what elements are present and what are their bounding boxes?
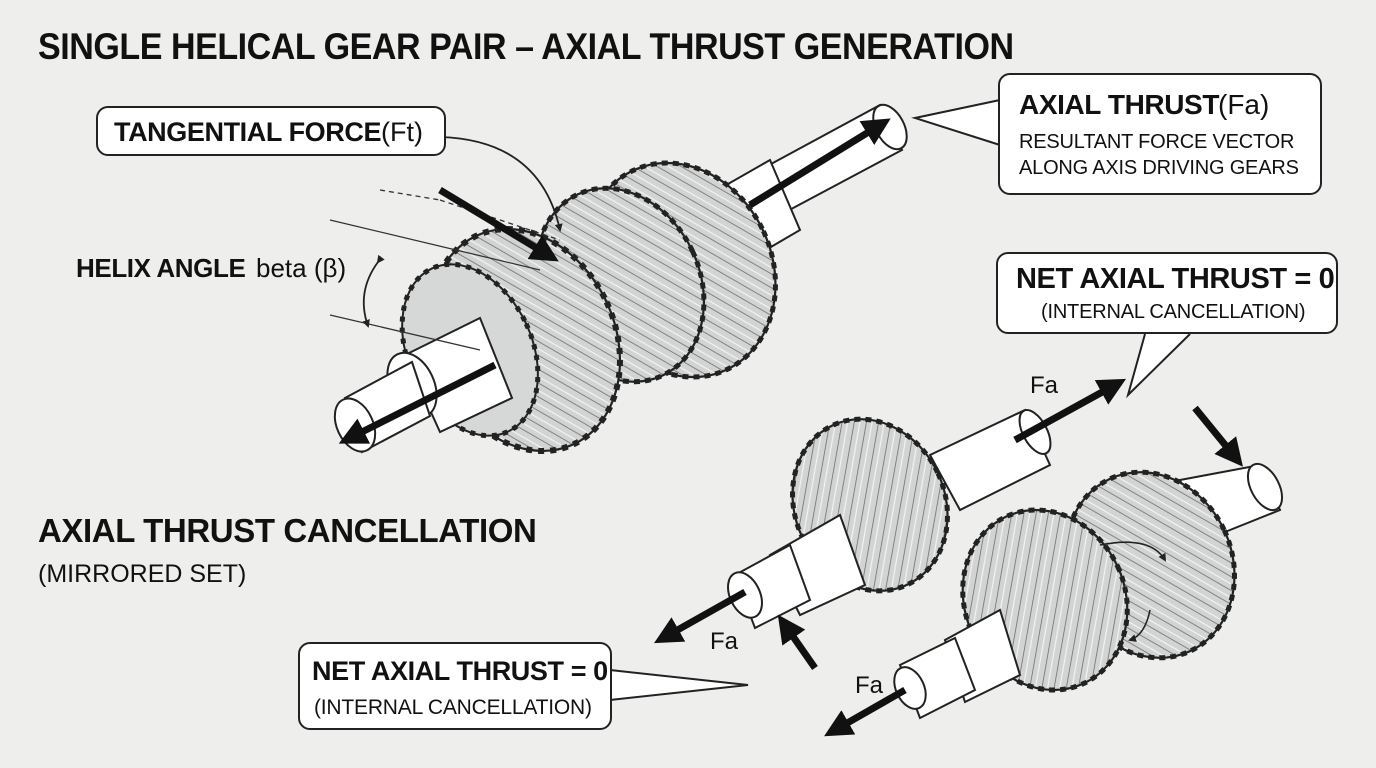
fa-label-left: Fa — [710, 628, 738, 656]
fa-label-upper: Fa — [1030, 372, 1058, 400]
tangential-force-symbol: (Ft) — [381, 117, 423, 148]
diagram-title: SINGLE HELICAL GEAR PAIR – AXIAL THRUST … — [38, 26, 1014, 68]
mirrored-gear-set — [721, 394, 1289, 718]
tangential-force-callout: TANGENTIAL FORCE (Ft) — [96, 106, 446, 156]
cancellation-subheading: (MIRRORED SET) — [38, 560, 246, 589]
net-axial-thrust-label-bottom: NET AXIAL THRUST = 0 — [312, 656, 608, 687]
helix-angle-label: HELIX ANGLE — [76, 253, 245, 284]
helix-angle-symbol: beta (β) — [256, 253, 346, 284]
net-axial-thrust-sub-bottom: (INTERNAL CANCELLATION) — [314, 696, 592, 720]
reaction-arrow — [785, 625, 815, 668]
axial-thrust-label: AXIAL THRUST — [1019, 89, 1219, 121]
cancellation-heading: AXIAL THRUST CANCELLATION — [38, 512, 536, 550]
net-axial-thrust-callout-bottom: NET AXIAL THRUST = 0 (INTERNAL CANCELLAT… — [298, 642, 612, 730]
net-axial-thrust-callout-top: NET AXIAL THRUST = 0 (INTERNAL CANCELLAT… — [996, 252, 1338, 334]
net-axial-thrust-label-top: NET AXIAL THRUST = 0 — [1016, 263, 1334, 296]
net-axial-thrust-sub-top: (INTERNAL CANCELLATION) — [1041, 301, 1305, 324]
axial-thrust-desc-line2: ALONG AXIS DRIVING GEARS — [1019, 157, 1299, 180]
axial-thrust-symbol: (Fa) — [1218, 89, 1269, 121]
ft-leader-line — [440, 137, 560, 230]
axial-thrust-callout: AXIAL THRUST (Fa) RESULTANT FORCE VECTOR… — [998, 73, 1322, 195]
cancellation-pointer-arrow — [1195, 408, 1235, 457]
fa-label-bottom: Fa — [855, 672, 883, 700]
tangential-force-label: TANGENTIAL FORCE — [114, 117, 381, 148]
axial-thrust-desc-line1: RESULTANT FORCE VECTOR — [1019, 131, 1294, 154]
